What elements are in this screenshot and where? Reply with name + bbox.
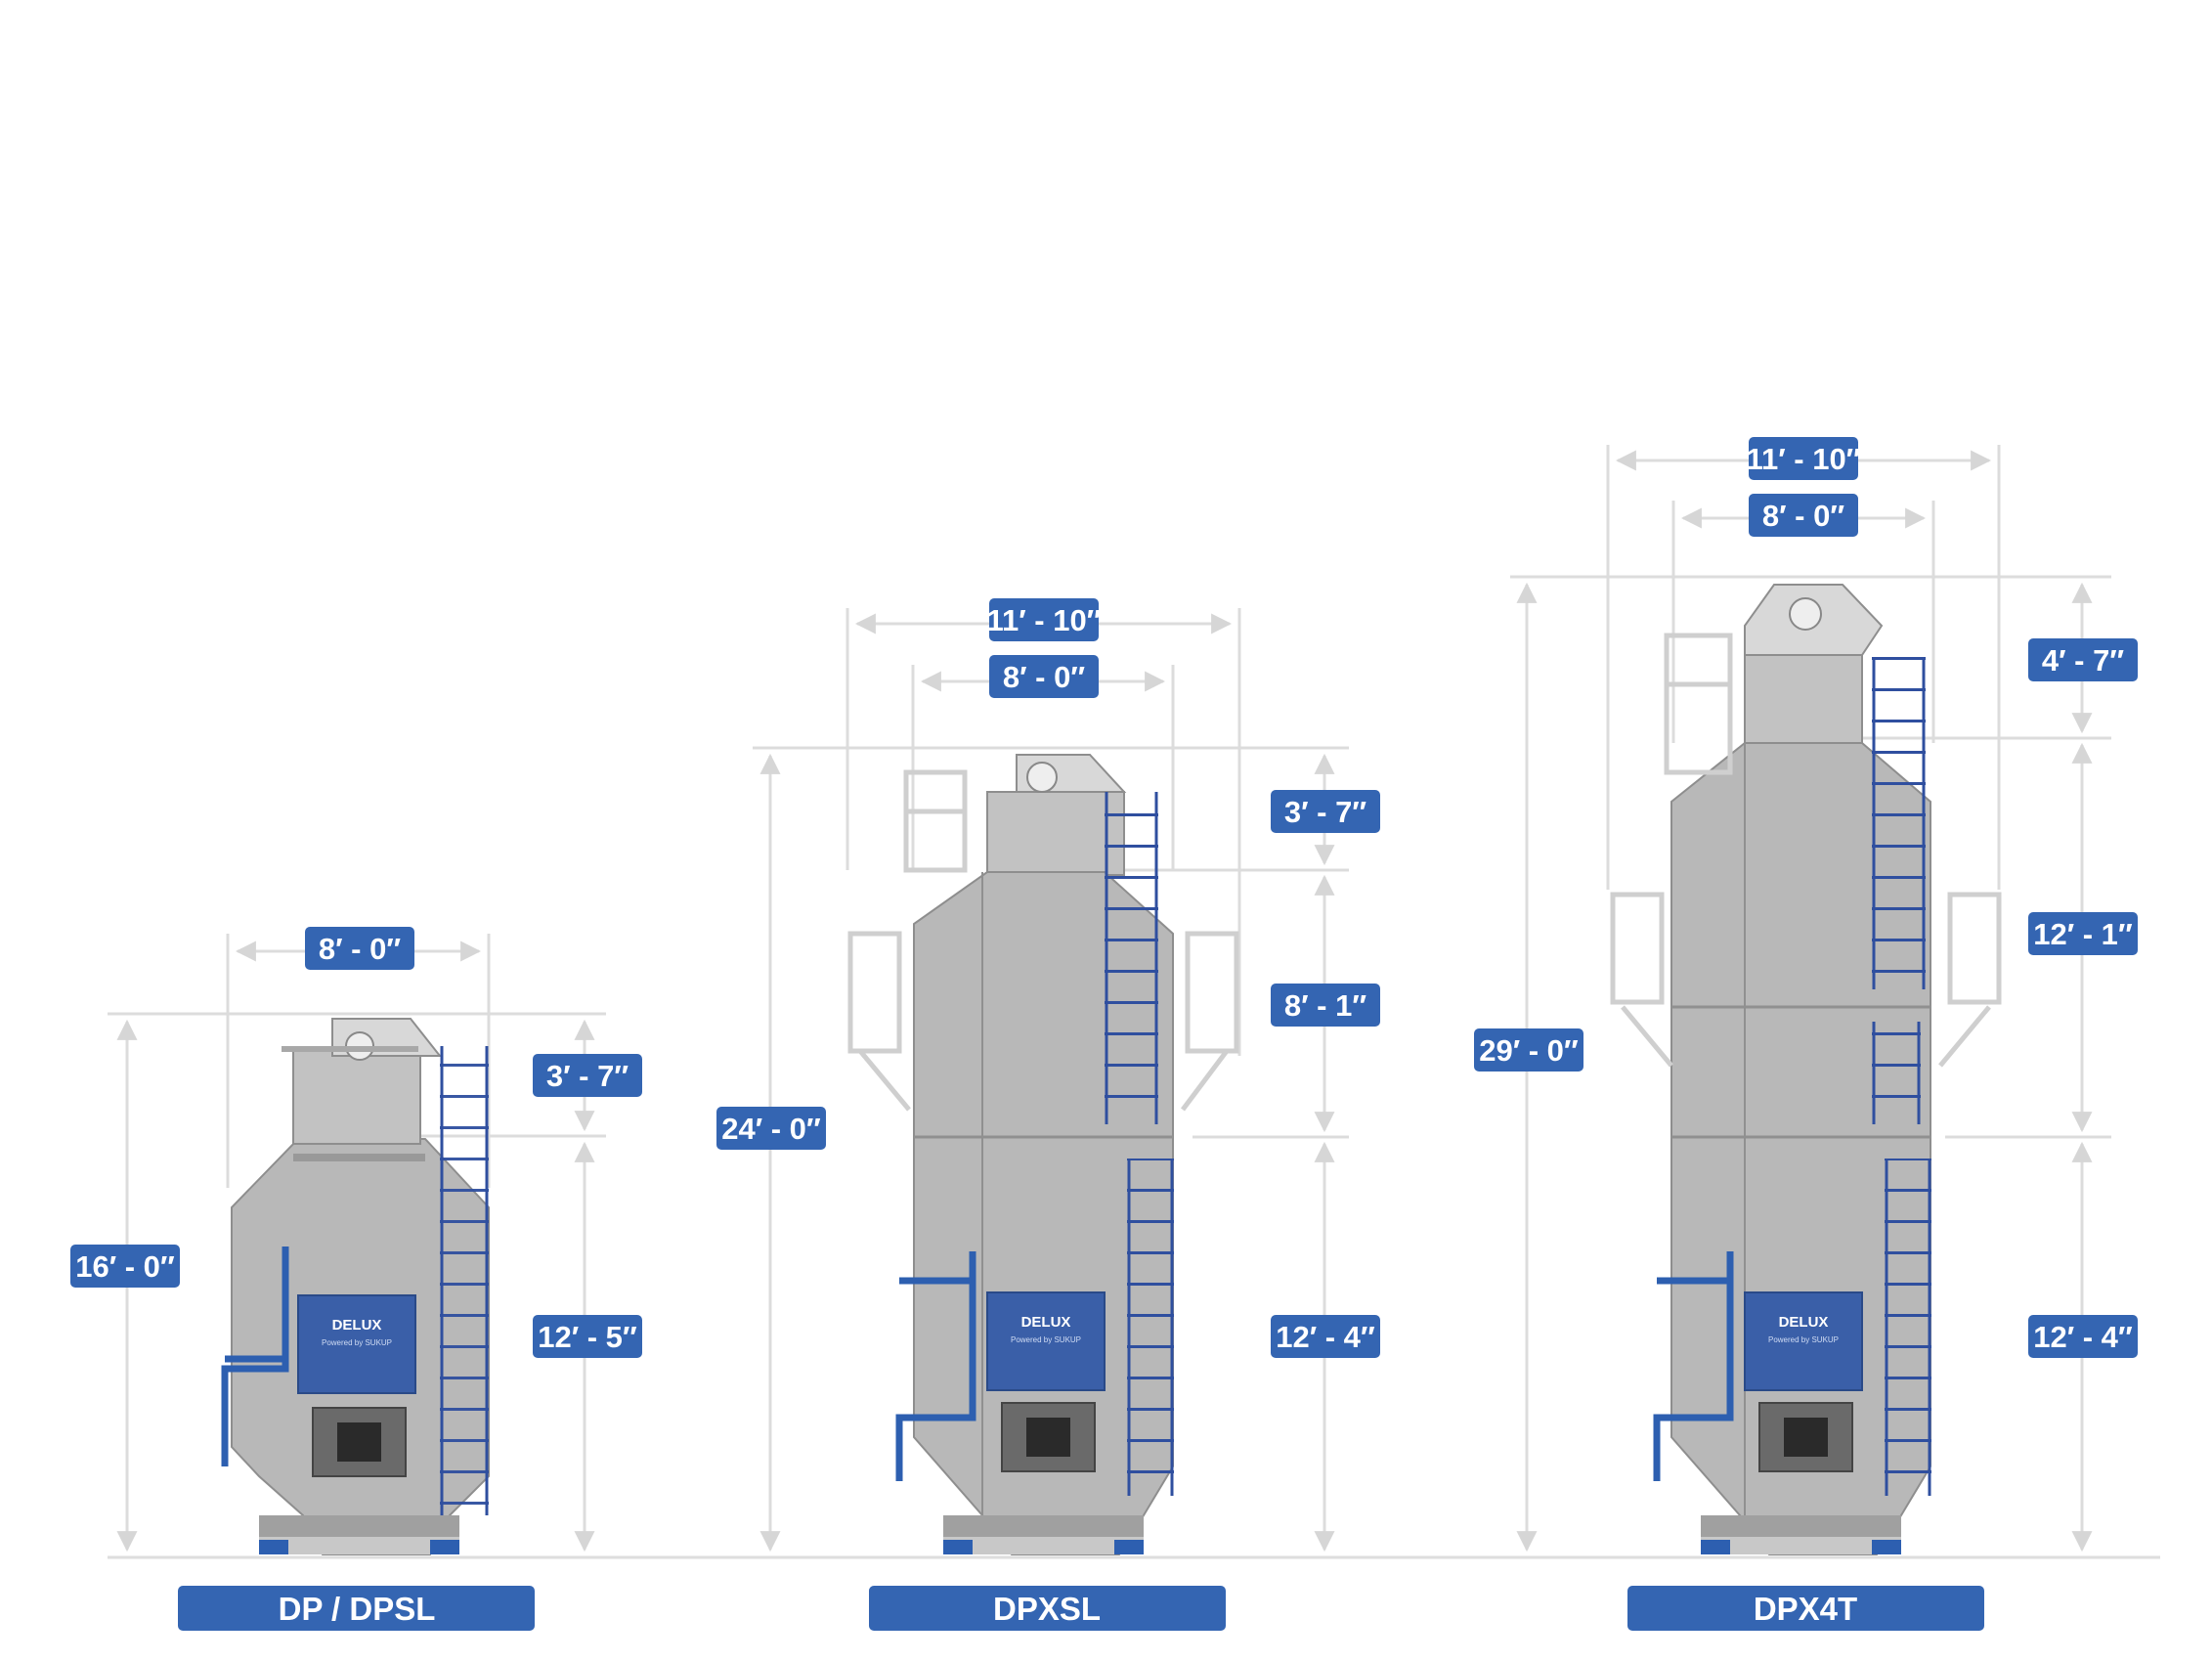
model-name-badge: DP / DPSL xyxy=(178,1586,535,1631)
svg-text:12′ - 4″: 12′ - 4″ xyxy=(1276,1320,1375,1354)
svg-text:4′ - 7″: 4′ - 7″ xyxy=(2042,643,2124,678)
dim-label-outer-width: 11′ - 10″ xyxy=(986,598,1102,641)
svg-text:3′ - 7″: 3′ - 7″ xyxy=(546,1059,629,1093)
svg-text:3′ - 7″: 3′ - 7″ xyxy=(1284,795,1366,829)
brand-subtitle: Powered by SUKUP xyxy=(322,1338,392,1347)
dim-label-total-height: 24′ - 0″ xyxy=(716,1107,826,1150)
dryer-dp-dpsl: DELUX Powered by SUKUP 8′ - 0″ 3′ - 7″ 1… xyxy=(70,927,642,1631)
dim-label-upper-height: 3′ - 7″ xyxy=(533,1054,642,1097)
svg-text:8′ - 0″: 8′ - 0″ xyxy=(1762,499,1844,533)
dim-label-inner-width: 8′ - 0″ xyxy=(305,927,414,970)
brand-logo: DELUX xyxy=(1021,1314,1071,1331)
gas-pipes xyxy=(221,1246,289,1466)
guard-rails xyxy=(847,769,1239,1112)
svg-text:8′ - 1″: 8′ - 1″ xyxy=(1284,988,1366,1023)
dim-label-inner-width: 8′ - 0″ xyxy=(989,655,1099,698)
dim-label-total-height: 29′ - 0″ xyxy=(1474,1028,1583,1072)
svg-text:16′ - 0″: 16′ - 0″ xyxy=(75,1249,175,1284)
dim-label-total-height: 16′ - 0″ xyxy=(70,1245,180,1288)
brand-subtitle: Powered by SUKUP xyxy=(1011,1335,1081,1344)
svg-text:DPXSL: DPXSL xyxy=(993,1591,1101,1627)
dim-label-middle-height: 12′ - 1″ xyxy=(2028,912,2138,955)
dim-label-lower-height: 12′ - 5″ xyxy=(533,1315,642,1358)
dryer-body: DELUX Powered by SUKUP xyxy=(231,1018,490,1555)
svg-text:8′ - 0″: 8′ - 0″ xyxy=(319,932,401,966)
svg-text:DPX4T: DPX4T xyxy=(1754,1591,1857,1627)
brand-logo: DELUX xyxy=(1779,1314,1829,1331)
dryer-dpx4t: DELUX Powered by SUKUP xyxy=(1474,437,2138,1631)
dim-label-middle-height: 8′ - 1″ xyxy=(1271,984,1380,1027)
ladder xyxy=(1105,792,1174,1496)
model-name-badge: DPX4T xyxy=(1627,1586,1984,1631)
ladder xyxy=(440,1046,489,1515)
svg-text:DP / DPSL: DP / DPSL xyxy=(279,1591,436,1627)
dryer-body: DELUX Powered by SUKUP xyxy=(1670,584,1931,1555)
dim-label-lower-height: 12′ - 4″ xyxy=(1271,1315,1380,1358)
dryer-dpxsl: DELUX Powered by SUKUP 11′ - 10″ xyxy=(716,598,1380,1631)
dim-label-outer-width: 11′ - 10″ xyxy=(1746,437,1861,480)
svg-text:12′ - 4″: 12′ - 4″ xyxy=(2033,1320,2133,1354)
gas-pipes xyxy=(895,1251,976,1481)
svg-text:29′ - 0″: 29′ - 0″ xyxy=(1479,1033,1579,1068)
dim-label-lower-height: 12′ - 4″ xyxy=(2028,1315,2138,1358)
svg-text:11′ - 10″: 11′ - 10″ xyxy=(1746,442,1860,476)
dim-label-top-height: 3′ - 7″ xyxy=(1271,790,1380,833)
svg-text:8′ - 0″: 8′ - 0″ xyxy=(1003,660,1085,694)
svg-text:24′ - 0″: 24′ - 0″ xyxy=(721,1112,821,1146)
dim-label-top-height: 4′ - 7″ xyxy=(2028,638,2138,681)
brand-logo: DELUX xyxy=(332,1317,382,1334)
svg-text:12′ - 5″: 12′ - 5″ xyxy=(538,1320,637,1354)
ladder xyxy=(1872,657,1931,1496)
dim-label-inner-width: 8′ - 0″ xyxy=(1749,494,1858,537)
svg-text:11′ - 10″: 11′ - 10″ xyxy=(986,603,1101,637)
guard-rails xyxy=(1610,633,2002,1068)
dimension-lines xyxy=(753,608,1349,1553)
model-name-badge: DPXSL xyxy=(869,1586,1226,1631)
gas-pipes xyxy=(1653,1251,1734,1481)
svg-text:12′ - 1″: 12′ - 1″ xyxy=(2033,917,2133,951)
brand-subtitle: Powered by SUKUP xyxy=(1768,1335,1839,1344)
